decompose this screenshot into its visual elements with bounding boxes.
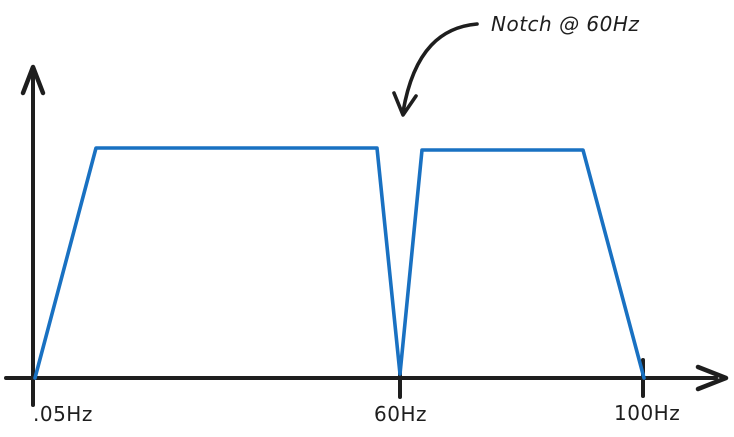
x-tick-label-60hz: 60Hz: [374, 402, 427, 426]
x-axis-arrowhead-icon: [695, 364, 729, 392]
y-axis-arrowhead-icon: [20, 64, 46, 96]
annotation-arrow-shaft: [401, 22, 479, 114]
annotation-arrow: [392, 22, 479, 117]
notch-annotation-text: Notch @ 60Hz: [491, 12, 639, 36]
x-tick-label-0.05hz: .05Hz: [33, 402, 93, 426]
x-tick-label-100hz: 100Hz: [614, 401, 680, 425]
filter-response-curve: [33, 146, 646, 380]
axes-group: [4, 64, 729, 407]
annotation-arrowhead-icon: [392, 91, 418, 117]
